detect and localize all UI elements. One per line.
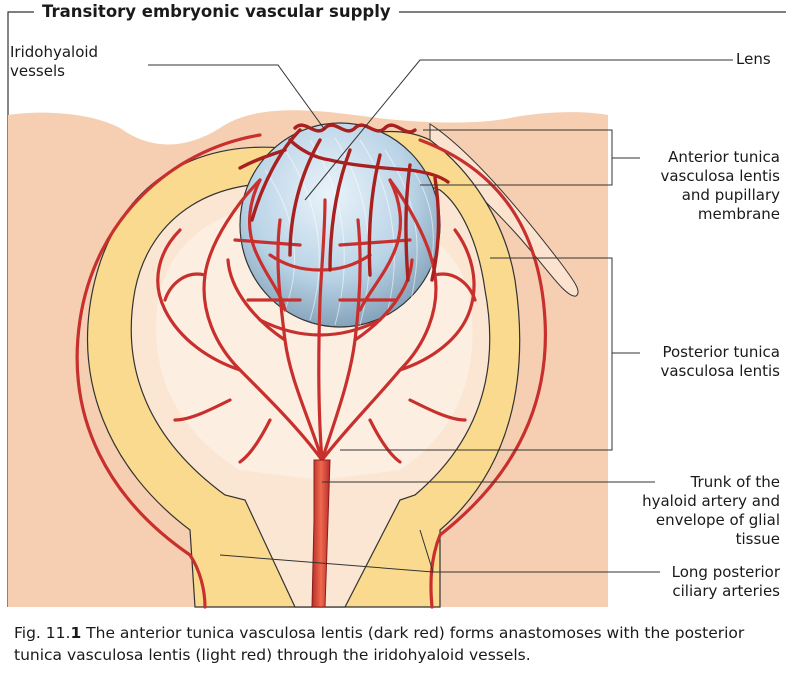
caption-text: The anterior tunica vasculosa lentis (da… [14,624,744,664]
label-line: membrane [640,205,780,224]
label-line: vasculosa lentis [640,362,780,381]
label-line: Posterior tunica [640,343,780,362]
label-line: Lens [736,50,771,69]
label-anterior-tunica: Anterior tunica vasculosa lentis and pup… [640,148,780,224]
label-lens: Lens [736,50,771,69]
label-line: Iridohyaloid [10,43,98,62]
label-line: Trunk of the [600,473,780,492]
label-ciliary-arteries: Long posterior ciliary arteries [640,563,780,601]
label-iridohyaloid-vessels: Iridohyaloid vessels [10,43,98,81]
label-line: hyaloid artery and [600,492,780,511]
label-line: and pupillary [640,186,780,205]
label-line: envelope of glial [600,511,780,530]
figure-caption: Fig. 11.1 The anterior tunica vasculosa … [14,622,784,666]
label-line: ciliary arteries [640,582,780,601]
label-hyaloid-trunk: Trunk of the hyaloid artery and envelope… [600,473,780,549]
label-line: tissue [600,530,780,549]
label-line: vessels [10,62,98,81]
caption-prefix: Fig. 11. [14,624,70,642]
label-line: Anterior tunica [640,148,780,167]
label-posterior-tunica: Posterior tunica vasculosa lentis [640,343,780,381]
label-line: Long posterior [640,563,780,582]
figure-title: Transitory embryonic vascular supply [34,1,399,23]
caption-number: 1 [70,624,81,642]
label-line: vasculosa lentis [640,167,780,186]
